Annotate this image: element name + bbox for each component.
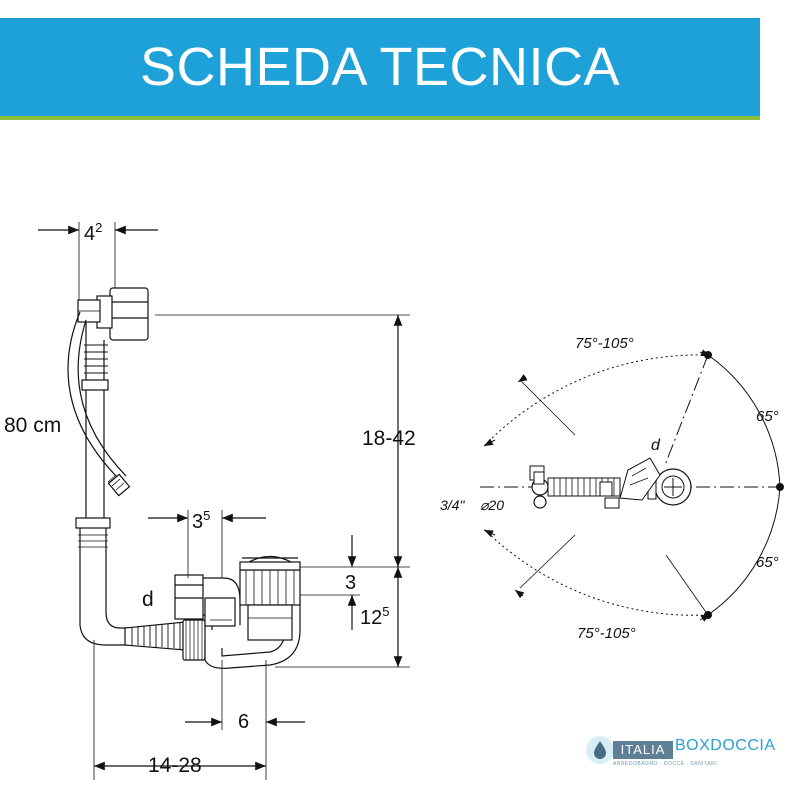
dim-elbow: 35 xyxy=(192,508,210,533)
dim-height-range: 18-42 xyxy=(362,427,416,450)
angle-thread: 3/4" xyxy=(440,497,465,513)
water-drop-icon xyxy=(586,736,614,764)
dim-outlet-height: 125 xyxy=(360,604,389,629)
dim-d: d xyxy=(142,588,154,611)
logo-brand-b: BOXDOCCIA xyxy=(675,737,776,754)
left-drawing-labels: 42 80 cm 18-42 35 d 3 125 6 14-28 xyxy=(4,220,416,777)
left-drawing xyxy=(38,222,410,780)
page-title: SCHEDA TECNICA xyxy=(139,37,621,97)
dim-six: 6 xyxy=(238,711,249,733)
logo-tagline: ARREDOBAGNO · DOCCE · SANITARI xyxy=(613,761,718,767)
angle-right-top: 65° xyxy=(756,408,779,425)
dim-outlet: 3 xyxy=(345,572,356,594)
dim-horizontal-range: 14-28 xyxy=(148,754,202,777)
brand-logo: ITALIA BOXDOCCIA ARREDOBAGNO · DOCCE · S… xyxy=(585,735,785,771)
logo-brand-a: ITALIA xyxy=(613,741,673,759)
angle-d: d xyxy=(651,437,661,454)
right-drawing xyxy=(480,349,785,622)
header-bar xyxy=(0,18,760,116)
angle-top: 75°-105° xyxy=(575,335,634,352)
right-drawing-labels: 75°-105° 65° d 3/4" ⌀20 65° 75°-105° xyxy=(440,335,779,642)
dim-top-width: 42 xyxy=(84,220,102,245)
dim-hose-length: 80 cm xyxy=(4,414,61,437)
angle-right-bottom: 65° xyxy=(756,554,779,571)
angle-bottom: 75°-105° xyxy=(577,625,636,642)
angle-diameter: ⌀20 xyxy=(480,497,504,513)
header-underline xyxy=(0,116,760,120)
